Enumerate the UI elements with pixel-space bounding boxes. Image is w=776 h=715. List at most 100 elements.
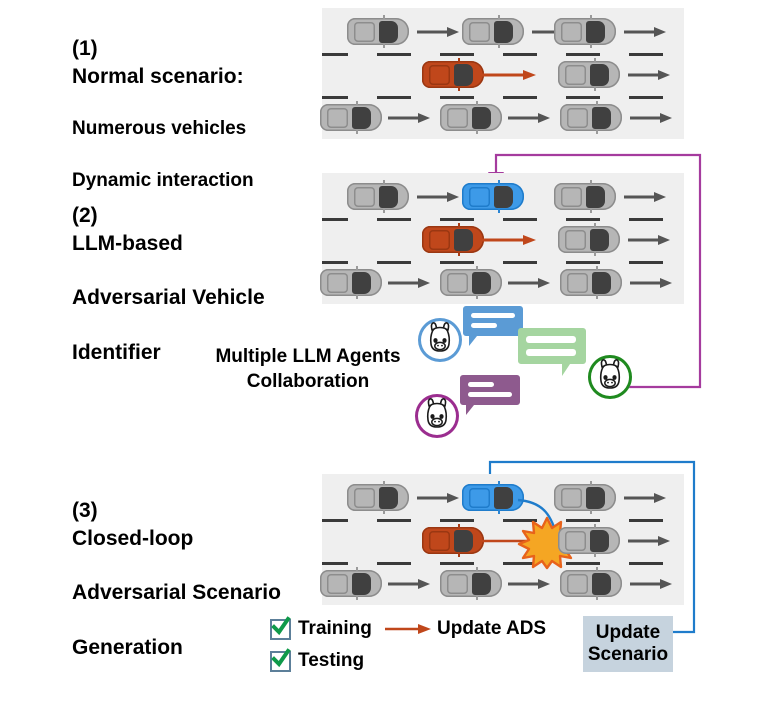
checkmark-icon: [271, 615, 291, 635]
lane-marking: [322, 96, 348, 99]
car-mirror: [498, 15, 500, 19]
car-mirror: [596, 130, 598, 134]
motion-arrow: [388, 278, 430, 288]
lane-marking: [566, 519, 600, 522]
car-windshield: [586, 20, 605, 43]
lane-marking: [322, 519, 348, 522]
vehicle-normal: [347, 15, 410, 48]
car-cabin: [354, 186, 375, 207]
car-cabin: [429, 530, 450, 551]
vehicle-normal: [440, 101, 503, 134]
lane-marking: [322, 218, 348, 221]
lane-marking: [377, 96, 411, 99]
lane-marking: [566, 218, 600, 221]
car-windshield: [454, 63, 473, 86]
car-windshield: [352, 106, 371, 129]
car-cabin: [561, 21, 582, 42]
car-mirror: [356, 101, 358, 105]
car-mirror: [590, 510, 592, 514]
training-label: Training: [298, 618, 372, 639]
section-3-line-2: Generation: [72, 635, 183, 659]
car-mirror: [458, 553, 460, 557]
motion-arrow: [417, 493, 459, 503]
car-mirror: [356, 266, 358, 270]
car-mirror: [383, 44, 385, 48]
legend-testing[interactable]: Testing: [270, 647, 365, 672]
motion-arrow: [630, 113, 672, 123]
llm-agent-purple[interactable]: [415, 394, 459, 438]
legend-training[interactable]: Training: [270, 615, 372, 640]
car-mirror: [594, 58, 596, 62]
update-scenario-line-1: Update: [595, 621, 661, 643]
vehicle-normal: [440, 266, 503, 299]
vehicle-normal: [320, 567, 383, 600]
section-1-number: (1): [72, 37, 98, 61]
lane-marking: [503, 53, 537, 56]
lane-marking: [377, 562, 411, 565]
motion-arrow: [630, 579, 672, 589]
lane-marking: [377, 53, 411, 56]
car-windshield: [586, 185, 605, 208]
car-mirror: [590, 180, 592, 184]
section-3-line-1: Adversarial Scenario: [72, 581, 281, 605]
lane-marking: [629, 218, 663, 221]
motion-arrow: [628, 235, 670, 245]
llama-icon: [599, 359, 621, 389]
lane-marking: [440, 96, 474, 99]
car-windshield: [494, 486, 513, 509]
llm-agent-blue[interactable]: [418, 318, 462, 362]
car-windshield: [379, 185, 398, 208]
motion-arrow: [624, 493, 666, 503]
llm-agent-green[interactable]: [588, 355, 632, 399]
lane-marking: [377, 261, 411, 264]
lane-marking: [566, 53, 600, 56]
section-3-heading: (3) Closed-loop Adversarial Scenario Gen…: [72, 470, 328, 688]
lane-marking: [322, 562, 348, 565]
vehicle-normal: [558, 524, 621, 557]
vehicle-normal: [554, 15, 617, 48]
car-windshield: [494, 20, 513, 43]
vehicle-normal: [440, 567, 503, 600]
update-scenario-box[interactable]: Update Scenario: [583, 616, 673, 672]
vehicle-normal: [347, 481, 410, 514]
update-ads-label: Update ADS: [437, 618, 547, 639]
car-mirror: [594, 87, 596, 91]
car-windshield: [592, 572, 611, 595]
vehicle-adversarial: [462, 481, 525, 514]
testing-label: Testing: [298, 650, 365, 671]
car-cabin: [567, 107, 588, 128]
car-mirror: [458, 87, 460, 91]
car-cabin: [565, 64, 586, 85]
lane-marking: [566, 261, 600, 264]
llama-icon: [426, 398, 448, 428]
section-2-title: LLM-based: [72, 231, 183, 255]
car-mirror: [476, 567, 478, 571]
car-windshield: [454, 529, 473, 552]
car-mirror: [356, 567, 358, 571]
motion-arrow: [624, 192, 666, 202]
lane-marking: [377, 519, 411, 522]
car-cabin: [327, 107, 348, 128]
motion-arrow-ego: [480, 70, 536, 80]
vehicle-normal: [560, 266, 623, 299]
vehicle-adversarial: [462, 180, 525, 213]
car-windshield: [590, 63, 609, 86]
car-mirror: [476, 295, 478, 299]
motion-arrow: [388, 113, 430, 123]
motion-arrow: [628, 70, 670, 80]
car-cabin: [354, 487, 375, 508]
lane-marking: [629, 562, 663, 565]
car-mirror: [458, 524, 460, 528]
training-checkbox[interactable]: [270, 615, 291, 640]
vehicle-normal: [554, 481, 617, 514]
lane-marking: [503, 96, 537, 99]
section-2-line-1: Adversarial Vehicle: [72, 286, 265, 310]
car-cabin: [447, 107, 468, 128]
section-2-heading: (2) LLM-based Adversarial Vehicle Identi…: [72, 175, 328, 393]
car-windshield: [590, 228, 609, 251]
car-mirror: [498, 44, 500, 48]
motion-arrow: [508, 113, 550, 123]
lane-marking: [566, 96, 600, 99]
car-windshield: [454, 228, 473, 251]
testing-checkbox[interactable]: [270, 647, 291, 672]
